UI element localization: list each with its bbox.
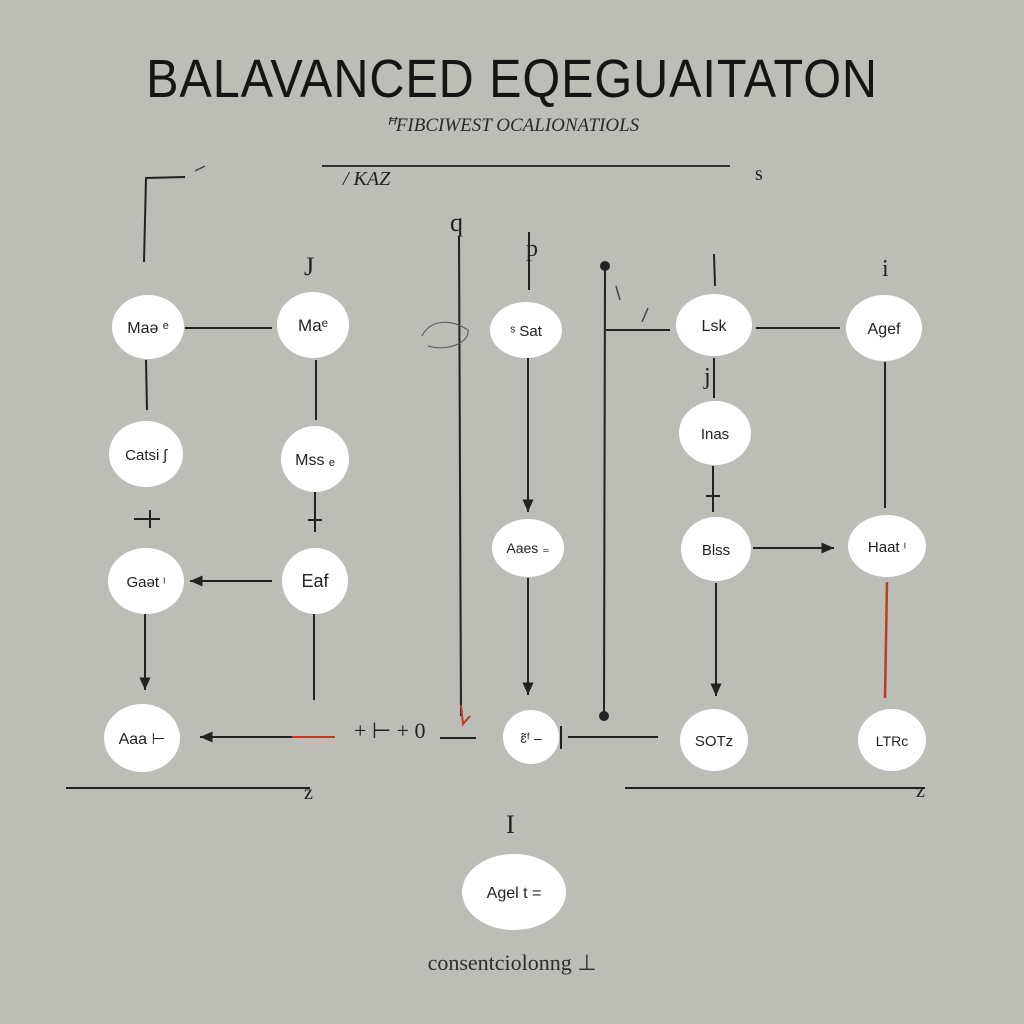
node-label-sotz: SOTz (695, 733, 733, 750)
diagram-subtitle: ꟸFIBCIWEST OCALIONATIOLS (384, 115, 640, 136)
node-label-mss: Mss ₑ (295, 452, 335, 469)
node-label-blss: Blss (702, 542, 730, 559)
node-label-agel-bottom: Agel t = (487, 885, 542, 902)
mark-i-bottom: I (506, 810, 515, 839)
node-group-blss: Blss (681, 517, 751, 581)
node-label-aaa: Aaa ⊢ (119, 731, 166, 748)
node-label-mao: Maᵉ (298, 316, 328, 335)
red-hook (460, 704, 471, 727)
node-label-ltrc: LTRc (876, 733, 908, 749)
tick-mark-divider (615, 285, 621, 301)
node-group-haat: Haat ᶦ (848, 515, 926, 577)
node-label-agef: Agef (868, 321, 901, 338)
node-group-aaa: Aaa ⊢ (104, 704, 180, 772)
node-label-lsk: Lsk (702, 318, 728, 335)
node-group-set: ˢ Sat (490, 302, 562, 358)
connector-mas-cat (145, 359, 148, 411)
node-label-kf: ɛ̃ᶠ – (520, 730, 542, 746)
node-group-agef: Agef (846, 295, 922, 361)
mark-p-top: p (526, 236, 538, 262)
divider-dot-top (600, 261, 610, 271)
node-label-mas: Maə ᵉ (127, 320, 169, 337)
diagram-footer: consentciolonng ⊥ (427, 950, 597, 975)
node-group-ltrc: LTRc (858, 709, 926, 771)
node-group-kf: ɛ̃ᶠ – (503, 710, 559, 764)
node-group-agel-bottom: Agel t = (462, 854, 566, 930)
node-group-mas: Maə ᵉ (112, 295, 184, 359)
mark-i-right: i (882, 256, 889, 282)
node-group-gaet: Gaət ᶦ (108, 548, 184, 614)
node-group-mss: Mss ₑ (281, 426, 349, 492)
mark-j-top: J (304, 252, 315, 281)
long-vertical-q (458, 235, 462, 717)
tick-mark-top (194, 165, 206, 172)
mark-j-right: j (704, 364, 711, 390)
divider-vertical (603, 265, 606, 717)
mark-s-right: s (755, 163, 763, 185)
mark-plus-minus-zero: + ⊢ + 0 (354, 718, 426, 743)
mark-z-bottom-left: z (304, 782, 313, 804)
node-group-lnas: Inas (679, 401, 751, 465)
node-label-gaet: Gaət ᶦ (126, 574, 165, 591)
mark-z-bottom-right: z (916, 780, 925, 802)
divider-dot-bottom (599, 711, 609, 721)
connector-i-top (713, 253, 716, 287)
node-group-lsk: Lsk (676, 294, 752, 356)
tick-divider-lsk (641, 307, 649, 323)
node-group-ages-mid: Aaes ₌ (492, 519, 564, 577)
node-label-haat: Haat ᶦ (868, 539, 906, 556)
mark-q-top: q (450, 208, 463, 237)
node-group-sotz: SOTz (680, 709, 748, 771)
mark-kaz: / KAZ (343, 168, 391, 190)
node-label-set: ˢ Sat (510, 323, 543, 340)
node-group-eaf: Eaf (282, 548, 348, 614)
sketch-curve (421, 321, 469, 349)
node-label-ages-mid: Aaes ₌ (506, 540, 549, 556)
diagram-title: BALAVANCED EQEGUAITATON (146, 49, 878, 109)
node-label-eaf: Eaf (301, 571, 329, 591)
node-group-cat: Catsi ʃ (109, 421, 183, 487)
node-label-cat: Catsi ʃ (125, 447, 168, 464)
left-bracket (143, 176, 186, 263)
red-segment-right (883, 581, 889, 699)
node-label-lnas: Inas (701, 426, 729, 443)
node-group-mao: Maᵉ (277, 292, 349, 358)
